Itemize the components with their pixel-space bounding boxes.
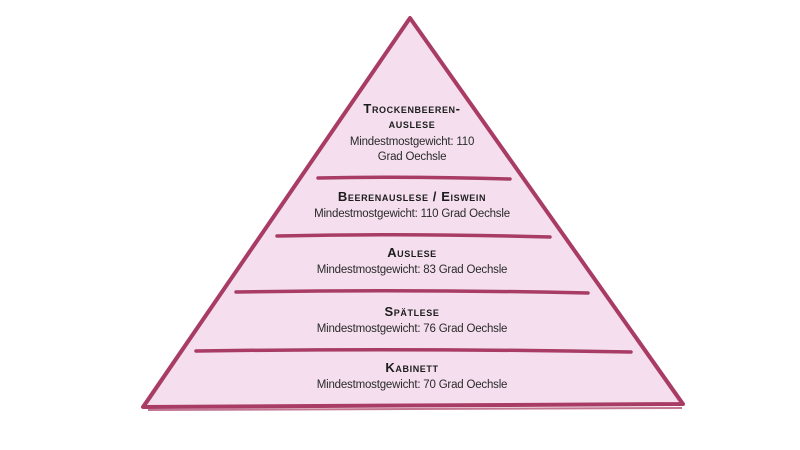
tier-divider-4 [194, 347, 633, 354]
tier-title: Beerenauslese / Eiswein [337, 189, 487, 204]
tier-kabinett: Kabinett Mindestmostgewicht: 70 Grad Oec… [200, 360, 624, 393]
tier-title: Auslese [387, 245, 437, 260]
pyramid-edge-left [146, 21, 408, 405]
pyramid-edge-right [412, 21, 680, 402]
tier-subtitle: Mindestmostgewicht: 76 Grad Oechsle [316, 323, 508, 335]
tier-subtitle: Mindestmostgewicht: 110 Grad Oechsle [314, 208, 510, 220]
tier-title: Spätlese [384, 304, 440, 319]
pyramid-edge-bottom [147, 407, 683, 411]
tier-divider-2 [275, 232, 552, 239]
tier-trockenbeerenauslese: Trockenbeeren-auslese Mindestmostgewicht… [200, 101, 624, 165]
tier-subtitle: Mindestmostgewicht: 70 Grad Oechsle [316, 379, 508, 391]
tier-divider-3 [234, 288, 590, 295]
tier-title: Kabinett [385, 360, 439, 375]
tier-title: Trockenbeeren-auslese [363, 101, 461, 131]
tier-beerenauslese-eiswein: Beerenauslese / Eiswein Mindestmostgewic… [200, 189, 624, 222]
tier-subtitle: Mindestmostgewicht: 83 Grad Oechsle [316, 264, 508, 276]
tier-divider-1 [316, 175, 512, 181]
tier-spaetlese: Spätlese Mindestmostgewicht: 76 Grad Oec… [200, 304, 624, 337]
tier-subtitle: Mindestmostgewicht: 110 Grad Oechsle [349, 136, 475, 163]
tier-auslese: Auslese Mindestmostgewicht: 83 Grad Oech… [200, 245, 624, 278]
